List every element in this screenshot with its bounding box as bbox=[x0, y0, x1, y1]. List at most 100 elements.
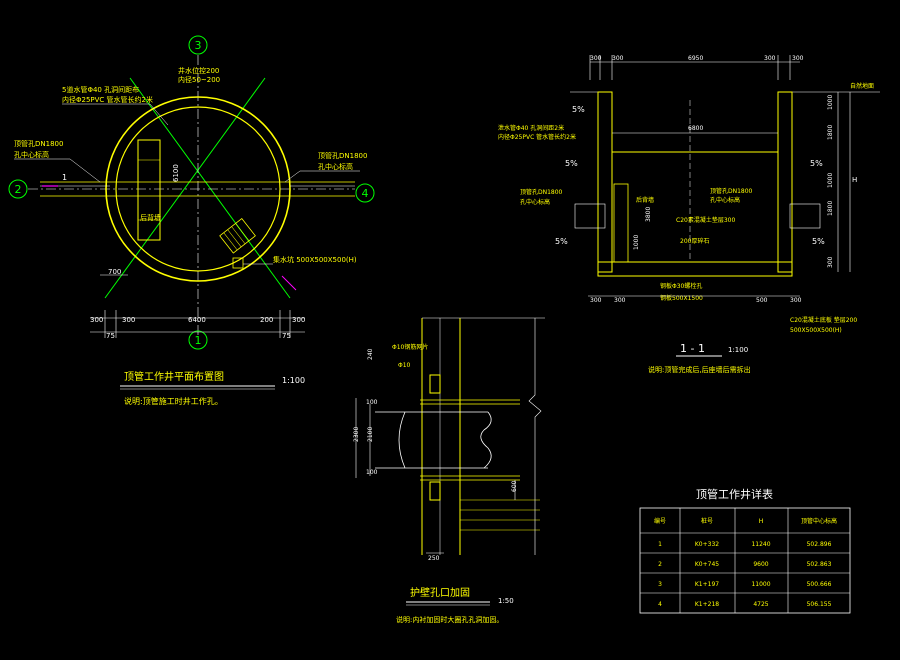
sec-dim-right: 1000 bbox=[827, 173, 834, 188]
table-cell: 11000 bbox=[751, 581, 770, 588]
plan-note-left-2: 孔中心标高 bbox=[14, 150, 49, 159]
plan-note-left-1: 顶管孔DN1800 bbox=[14, 139, 63, 148]
plan-diagonal-line bbox=[129, 77, 291, 299]
sec-dim-right: 1800 bbox=[827, 201, 834, 216]
plan-note-top: 井水位控200 bbox=[178, 66, 219, 75]
detail-rebar-box bbox=[429, 374, 441, 394]
detail-title: 护壁孔口加固 bbox=[410, 586, 470, 599]
sec-note: 说明:顶管完成后,后座墙后需拆出 bbox=[648, 365, 751, 374]
sec-dim-left2: 1000 bbox=[633, 235, 640, 250]
plan-note-top2: 内径50~200 bbox=[178, 75, 220, 84]
axis-label-4: 4 bbox=[362, 187, 369, 200]
plan-leader-line bbox=[284, 170, 301, 183]
plan-note-pipe-2: 内径Φ25PVC 管水管长约2米 bbox=[62, 95, 153, 104]
sec-note-sump-2: 500X500X500(H) bbox=[790, 327, 842, 334]
plan-stair bbox=[219, 217, 256, 254]
table-cell: 2 bbox=[658, 561, 662, 568]
well-table: 顶管工作井详表 编号 桩号 H 顶管中心标高 1 K0+332 11240 50… bbox=[639, 487, 851, 614]
sec-note-houbei: 后背墙 bbox=[636, 196, 654, 204]
section-view: 300 300 6950 300 300 自然地面 6800 5% 5% 5% … bbox=[498, 55, 880, 374]
sec-floor bbox=[597, 261, 793, 277]
table-header: 编号 bbox=[654, 517, 666, 525]
table-cell: 502.863 bbox=[807, 561, 832, 568]
sec-left-wall bbox=[597, 91, 613, 273]
detail-dim-2100: 2100 bbox=[367, 427, 374, 442]
plan-view: 3 2 4 1 1 井水位控200 内径50~200 5道水管Φ40 孔洞间距布… bbox=[8, 35, 375, 406]
sec-note-steel-2: 钢板500X1500 bbox=[660, 294, 703, 302]
axis-bubble-3 bbox=[188, 35, 208, 55]
table-cell: K1+197 bbox=[695, 581, 719, 588]
sec-pipe-right bbox=[789, 203, 821, 229]
sec-note-right-1: 顶管孔DN1800 bbox=[710, 187, 753, 195]
sec-slope: 5% bbox=[565, 159, 578, 168]
table-cell: 9600 bbox=[753, 561, 768, 568]
sec-note-pipe-1: 泄水管Φ40 孔洞间距2米 bbox=[498, 124, 564, 132]
plan-outer-wall bbox=[105, 96, 291, 282]
sec-dim-left: 3800 bbox=[645, 207, 652, 222]
table-cell: 4 bbox=[658, 601, 662, 608]
plan-note-sump: 集水坑 500X500X500(H) bbox=[273, 255, 357, 264]
plan-section-marker bbox=[281, 275, 297, 291]
detail-dim-100: 100 bbox=[366, 469, 378, 476]
detail-scale: 1:50 bbox=[498, 597, 514, 605]
sec-dim-right: 300 bbox=[827, 256, 834, 268]
sec-dim-top: 300 bbox=[612, 55, 624, 62]
plan-inner-dim: 6100 bbox=[172, 164, 180, 182]
sec-dim-top: 300 bbox=[590, 55, 602, 62]
table-title: 顶管工作井详表 bbox=[696, 487, 773, 501]
axis-bubble-2 bbox=[8, 179, 28, 199]
plan-note-right-2: 孔中心标高 bbox=[318, 162, 353, 171]
sec-dim-inner: 6800 bbox=[688, 125, 703, 132]
table-cell: 3 bbox=[658, 581, 662, 588]
axis-label-2: 2 bbox=[15, 183, 22, 196]
sec-note-right-2: 孔中心标高 bbox=[710, 196, 740, 204]
table-cell: K1+218 bbox=[695, 601, 719, 608]
sec-dim-bottom: 500 bbox=[756, 297, 768, 304]
sec-slope: 5% bbox=[812, 237, 825, 246]
sec-dim-bottom: 300 bbox=[614, 297, 626, 304]
sec-note-sump-1: C20混凝土底板 垫层200 bbox=[790, 316, 857, 324]
axis-label-1: 1 bbox=[195, 334, 202, 347]
table-cell: 500.666 bbox=[807, 581, 832, 588]
sec-note-floor-2: 200厚碎石 bbox=[680, 237, 709, 245]
plan-sump bbox=[232, 257, 244, 269]
detail-dim-600: 600 bbox=[511, 480, 518, 492]
plan-dim: 200 bbox=[260, 316, 273, 324]
detail-note-bar: Φ10钢筋网片 bbox=[392, 343, 428, 351]
sec-dim-bottom: 300 bbox=[790, 297, 802, 304]
sec-note-steel-1: 钢板Φ30螺栓孔 bbox=[660, 282, 702, 290]
plan-note-right-1: 顶管孔DN1800 bbox=[318, 151, 367, 160]
sec-slope: 5% bbox=[555, 237, 568, 246]
plan-title: 顶管工作井平面布置图 bbox=[124, 370, 224, 383]
table-border bbox=[639, 507, 851, 614]
detail-dim-240: 240 bbox=[367, 348, 374, 360]
sec-dim-bottom: 300 bbox=[590, 297, 602, 304]
sec-dim-right: 1000 bbox=[827, 95, 834, 110]
sec-dim-top: 300 bbox=[792, 55, 804, 62]
sec-dim-top: 300 bbox=[764, 55, 776, 62]
sec-label-ground: 自然地面 bbox=[850, 82, 874, 90]
plan-note-houbei: 后背墙 bbox=[140, 213, 161, 222]
sec-note-floor-1: C20素混凝土垫层300 bbox=[676, 216, 735, 224]
detail-note: 说明:内衬加固时大圈孔孔洞加固。 bbox=[396, 615, 503, 624]
sec-note-left-2: 孔中心标高 bbox=[520, 198, 550, 206]
sec-dim-right: 1800 bbox=[827, 125, 834, 140]
table-header: 顶管中心标高 bbox=[801, 517, 837, 525]
table-cell: K0+745 bbox=[695, 561, 719, 568]
axis-label-3: 3 bbox=[195, 39, 202, 52]
detail-view: 2300 2100 100 100 240 Φ10钢筋网片 Φ10 600 25… bbox=[353, 317, 545, 624]
plan-leader-line bbox=[69, 158, 101, 183]
detail-dim-100: 100 bbox=[366, 399, 378, 406]
sec-dim-top: 6950 bbox=[688, 55, 703, 62]
detail-pipe-break bbox=[480, 411, 492, 469]
detail-rebar-box bbox=[429, 481, 441, 501]
table-cell: 502.896 bbox=[807, 541, 832, 548]
table-header: H bbox=[759, 518, 764, 525]
table-cell: 506.155 bbox=[807, 601, 832, 608]
sec-title: 1 - 1 bbox=[680, 342, 705, 355]
plan-dim-left: 700 bbox=[108, 268, 121, 276]
table-cell: 1 bbox=[658, 541, 662, 548]
detail-pipe-end bbox=[398, 411, 406, 469]
plan-dim: 300 bbox=[292, 316, 305, 324]
plan-dim: 75 bbox=[282, 332, 291, 340]
